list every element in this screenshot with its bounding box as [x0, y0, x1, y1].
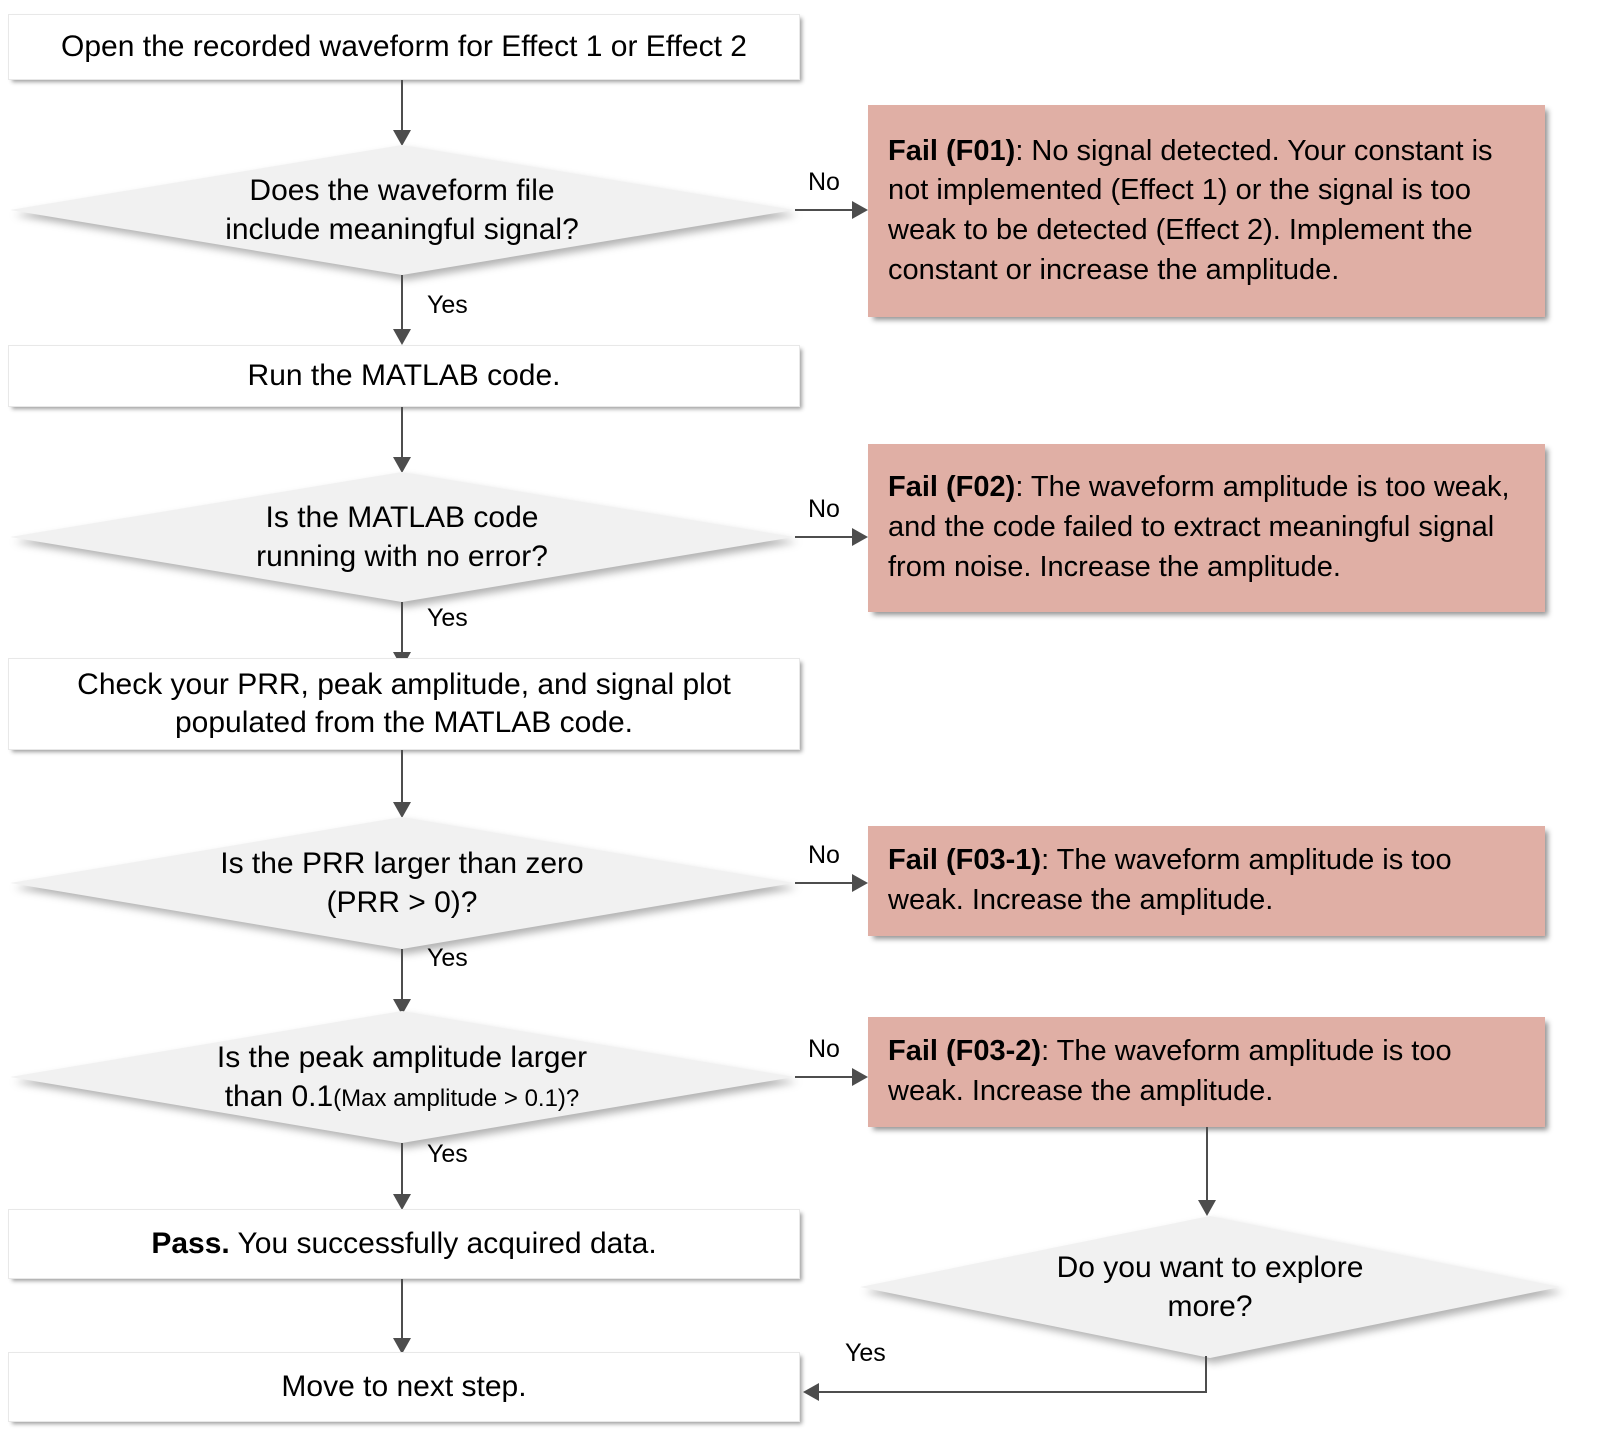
node-decision-peak-amplitude-label: Is the peak amplitude larger than 0.1(Ma… — [10, 1038, 794, 1116]
node-decision-peak-amplitude[interactable]: Is the peak amplitude larger than 0.1(Ma… — [10, 1011, 794, 1143]
node-decision-meaningful-signal[interactable]: Does the waveform file include meaningfu… — [10, 145, 794, 275]
node-decision-explore-more[interactable]: Do you want to explore more? — [860, 1216, 1560, 1358]
fail-f01-code: Fail (F01) — [888, 134, 1016, 167]
fail-f03-1-code: Fail (F03-1) — [888, 844, 1042, 877]
arrowhead-d4-to-f032 — [852, 1068, 868, 1086]
connector-d5-down — [1205, 1356, 1207, 1393]
peak-threshold-main: than 0.1 — [224, 1080, 334, 1113]
decision-line-1: Is the peak amplitude larger — [216, 1041, 588, 1074]
fail-f02-code: Fail (F02) — [888, 471, 1016, 504]
decision-line-2: include meaningful signal? — [225, 213, 579, 246]
connector-d2-to-f02 — [795, 536, 857, 538]
arrowhead-d2-to-f02 — [852, 528, 868, 546]
decision-line-2: running with no error? — [256, 540, 548, 573]
arrowhead-d1-to-f01 — [852, 201, 868, 219]
node-run-matlab[interactable]: Run the MATLAB code. — [8, 345, 800, 407]
peak-threshold-note: (Max amplitude > 0.1)? — [333, 1085, 580, 1112]
edge-label-no-4: No — [808, 1035, 840, 1063]
pass-bold: Pass. — [151, 1226, 230, 1260]
connector-p3-to-d3 — [401, 750, 403, 808]
decision-line-2: more? — [1167, 1290, 1253, 1323]
connector-d4-to-pass — [401, 1143, 403, 1200]
node-check-prr[interactable]: Check your PRR, peak amplitude, and sign… — [8, 658, 800, 750]
edge-label-yes-4: Yes — [427, 1140, 468, 1168]
node-pass[interactable]: Pass. You successfully acquired data. — [8, 1209, 800, 1279]
connector-f032-to-d5 — [1206, 1127, 1208, 1206]
connector-d1-to-p2 — [401, 275, 403, 337]
connector-d2-to-p3 — [401, 602, 403, 658]
fail-f01-body: : No signal detected. Your constant is n… — [888, 134, 1493, 286]
check-prr-line-1: Check your PRR, peak amplitude, and sign… — [77, 667, 731, 701]
node-decision-no-error[interactable]: Is the MATLAB code running with no error… — [10, 472, 794, 602]
decision-line-1: Do you want to explore — [1056, 1251, 1364, 1284]
decision-line-1: Does the waveform file — [249, 174, 555, 207]
node-fail-f02-text: Fail (F02): The waveform amplitude is to… — [888, 468, 1527, 587]
connector-d3-to-f031 — [795, 882, 857, 884]
arrowhead-start-to-d1 — [393, 130, 411, 146]
arrowhead-f032-to-d5 — [1198, 1200, 1216, 1216]
arrowhead-pass-to-next — [393, 1338, 411, 1354]
edge-label-yes-1: Yes — [427, 291, 468, 319]
fail-f03-2-body: : The waveform amplitude is too weak. In… — [888, 1035, 1452, 1107]
connector-d5-to-next — [818, 1391, 1207, 1393]
decision-line-2: (PRR > 0)? — [326, 886, 478, 919]
pass-rest: You successfully acquired data. — [229, 1226, 657, 1260]
node-move-next-step[interactable]: Move to next step. — [8, 1352, 800, 1422]
connector-pass-to-next — [401, 1279, 403, 1344]
fail-f02-body: : The waveform amplitude is too weak, an… — [888, 471, 1510, 583]
edge-label-yes-3: Yes — [427, 944, 468, 972]
node-fail-f03-1[interactable]: Fail (F03-1): The waveform amplitude is … — [868, 826, 1545, 936]
decision-line-2: than 0.1(Max amplitude > 0.1)? — [10, 1077, 794, 1116]
edge-label-no-1: No — [808, 168, 840, 196]
fail-f03-2-code: Fail (F03-2) — [888, 1035, 1042, 1068]
edge-label-no-2: No — [808, 495, 840, 523]
arrowhead-d1-to-p2 — [393, 329, 411, 345]
decision-line-1: Is the PRR larger than zero — [220, 847, 584, 880]
node-open-waveform-label: Open the recorded waveform for Effect 1 … — [61, 29, 747, 63]
arrowhead-d5-to-next — [803, 1383, 819, 1401]
node-pass-label: Pass. You successfully acquired data. — [151, 1225, 656, 1263]
connector-start-to-d1 — [401, 80, 403, 136]
node-decision-no-error-label: Is the MATLAB code running with no error… — [10, 498, 794, 576]
node-decision-prr-positive[interactable]: Is the PRR larger than zero (PRR > 0)? — [10, 817, 794, 949]
fail-f03-1-body: : The waveform amplitude is too weak. In… — [888, 844, 1452, 916]
node-run-matlab-label: Run the MATLAB code. — [247, 358, 561, 392]
connector-d4-to-f032 — [795, 1076, 857, 1078]
node-decision-prr-positive-label: Is the PRR larger than zero (PRR > 0)? — [10, 844, 794, 922]
arrowhead-d3-to-d4 — [393, 999, 411, 1015]
node-fail-f01[interactable]: Fail (F01): No signal detected. Your con… — [868, 105, 1545, 317]
arrowhead-p2-to-d2 — [393, 457, 411, 473]
node-fail-f02[interactable]: Fail (F02): The waveform amplitude is to… — [868, 444, 1545, 612]
node-decision-explore-more-label: Do you want to explore more? — [860, 1248, 1560, 1326]
arrowhead-p3-to-d3 — [393, 802, 411, 818]
connector-p2-to-d2 — [401, 407, 403, 463]
node-fail-f01-text: Fail (F01): No signal detected. Your con… — [888, 132, 1527, 291]
node-fail-f03-2-text: Fail (F03-2): The waveform amplitude is … — [888, 1032, 1527, 1111]
edge-label-yes-2: Yes — [427, 604, 468, 632]
edge-label-yes-5: Yes — [845, 1339, 886, 1367]
connector-d3-to-d4 — [401, 949, 403, 1005]
node-decision-meaningful-signal-label: Does the waveform file include meaningfu… — [10, 171, 794, 249]
arrowhead-d4-to-pass — [393, 1194, 411, 1210]
decision-line-1: Is the MATLAB code — [265, 501, 539, 534]
node-fail-f03-2[interactable]: Fail (F03-2): The waveform amplitude is … — [868, 1017, 1545, 1127]
node-check-prr-label: Check your PRR, peak amplitude, and sign… — [77, 666, 731, 743]
arrowhead-d3-to-f031 — [852, 874, 868, 892]
check-prr-line-2: populated from the MATLAB code. — [174, 706, 634, 739]
edge-label-no-3: No — [808, 841, 840, 869]
node-open-waveform[interactable]: Open the recorded waveform for Effect 1 … — [8, 14, 800, 80]
node-move-next-step-label: Move to next step. — [281, 1369, 527, 1403]
node-fail-f03-1-text: Fail (F03-1): The waveform amplitude is … — [888, 841, 1527, 920]
connector-d1-to-f01 — [795, 209, 857, 211]
